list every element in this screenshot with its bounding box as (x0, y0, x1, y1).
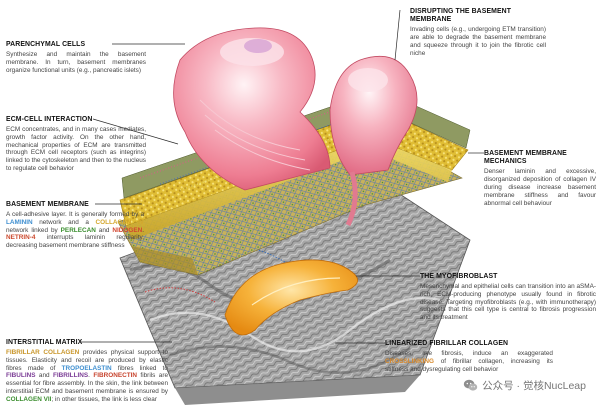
leader-lines (80, 9, 484, 344)
text-run: . (88, 372, 94, 380)
callout-title: INTERSTITIAL MATRIX (6, 339, 83, 346)
keyword-tropoelastin: TROPOELASTIN (61, 364, 112, 372)
keyword-fibulins: FIBULINS (6, 372, 36, 380)
keyword-collagen-vii: COLLAGEN VII (6, 395, 52, 403)
text-run: network linked by (6, 226, 61, 234)
watermark-text: 公众号 · 觉核NucLeap (482, 380, 586, 392)
parenchymal-cell (173, 27, 331, 191)
text-run: interrupts laminin regularity, decreasin… (6, 234, 144, 250)
callout-parenchymal-cells: PARENCHYMAL CELLS Synthesize and maintai… (6, 41, 146, 74)
callout-basement-membrane-mechanics: BASEMENT MEMBRANE MECHANICS Denser lamin… (484, 150, 596, 207)
text-run: A cell-adhesive layer. It is generally f… (6, 210, 144, 218)
callout-body: FIBRILLAR COLLAGEN provides physical sup… (6, 349, 168, 404)
callout-title: THE MYOFIBROBLAST (420, 273, 498, 280)
text-run: provides physical support to tissues. El… (6, 348, 169, 372)
callout-body: Denser laminin and excessive, disorganiz… (484, 168, 596, 207)
text-run: network and a (32, 218, 96, 226)
callout-ecm-cell-interaction: ECM-CELL INTERACTION ECM concentrates, a… (6, 116, 146, 173)
callout-myofibroblast: THE MYOFIBROBLAST Mesenchymal and epithe… (420, 273, 596, 322)
callout-body: Synthesize and maintain the basement mem… (6, 50, 146, 74)
wechat-icon (463, 379, 478, 391)
callout-basement-membrane: BASEMENT MEMBRANE A cell-adhesive layer.… (6, 201, 144, 250)
invading-cell (329, 56, 418, 227)
text-run: fibrils are essential for fibre assembly… (6, 372, 169, 395)
keyword-perlecan: PERLECAN (60, 226, 96, 234)
callout-title: PARENCHYMAL CELLS (6, 41, 86, 48)
callout-interstitial-matrix: INTERSTITIAL MATRIX FIBRILLAR COLLAGEN p… (6, 339, 168, 404)
text-run: . (142, 226, 144, 234)
keyword-fibrillins: FIBRILLINS (52, 372, 89, 380)
callout-title: ECM-CELL INTERACTION (6, 116, 93, 123)
keyword-fibronectin: FIBRONECTIN (93, 372, 138, 380)
callout-title: LINEARIZED FIBRILLAR COLLAGEN (385, 340, 509, 347)
callout-linearized-fibrillar-collagen: LINEARIZED FIBRILLAR COLLAGEN Diseases, … (385, 340, 553, 373)
callout-body: A cell-adhesive layer. It is generally f… (6, 211, 144, 250)
watermark: 公众号 · 觉核NucLeap (463, 378, 586, 393)
keyword-laminin: LAMININ (6, 218, 33, 226)
keyword-collagen-iv: COLLAGEN IV (95, 218, 145, 226)
keyword-netrin-4: NETRIN-4 (6, 234, 36, 242)
callout-title: BASEMENT MEMBRANE (6, 201, 89, 208)
text-run: Diseases, like fibrosis, induce an exagg… (385, 349, 553, 357)
callout-body: ECM concentrates, and in many cases medi… (6, 125, 146, 172)
text-run: and (95, 226, 113, 234)
callout-body: Diseases, like fibrosis, induce an exagg… (385, 350, 553, 373)
callout-disrupting-basement-membrane: DISRUPTING THE BASEMENT MEMBRANE Invadin… (410, 8, 546, 58)
text-run: ; in other tissues, the link is less cle… (51, 395, 157, 403)
text-run: of fibrillar collagen, increasing its st… (385, 357, 553, 373)
text-run: fibres linked to (111, 364, 168, 372)
keyword-nidogen: NIDOGEN (112, 226, 143, 234)
keyword-fibrillar-collagen: FIBRILLAR COLLAGEN (6, 348, 80, 356)
keyword-crosslinking: CROSSLINKING (385, 357, 434, 365)
text-run: and (35, 372, 53, 380)
myofibroblast-cell (224, 259, 358, 336)
callout-title: BASEMENT MEMBRANE MECHANICS (484, 150, 567, 166)
callout-body: Mesenchymal and epithelial cells can tra… (420, 282, 596, 322)
callout-body: Invading cells (e.g., undergoing ETM tra… (410, 26, 546, 57)
callout-title: DISRUPTING THE BASEMENT MEMBRANE (410, 8, 512, 24)
